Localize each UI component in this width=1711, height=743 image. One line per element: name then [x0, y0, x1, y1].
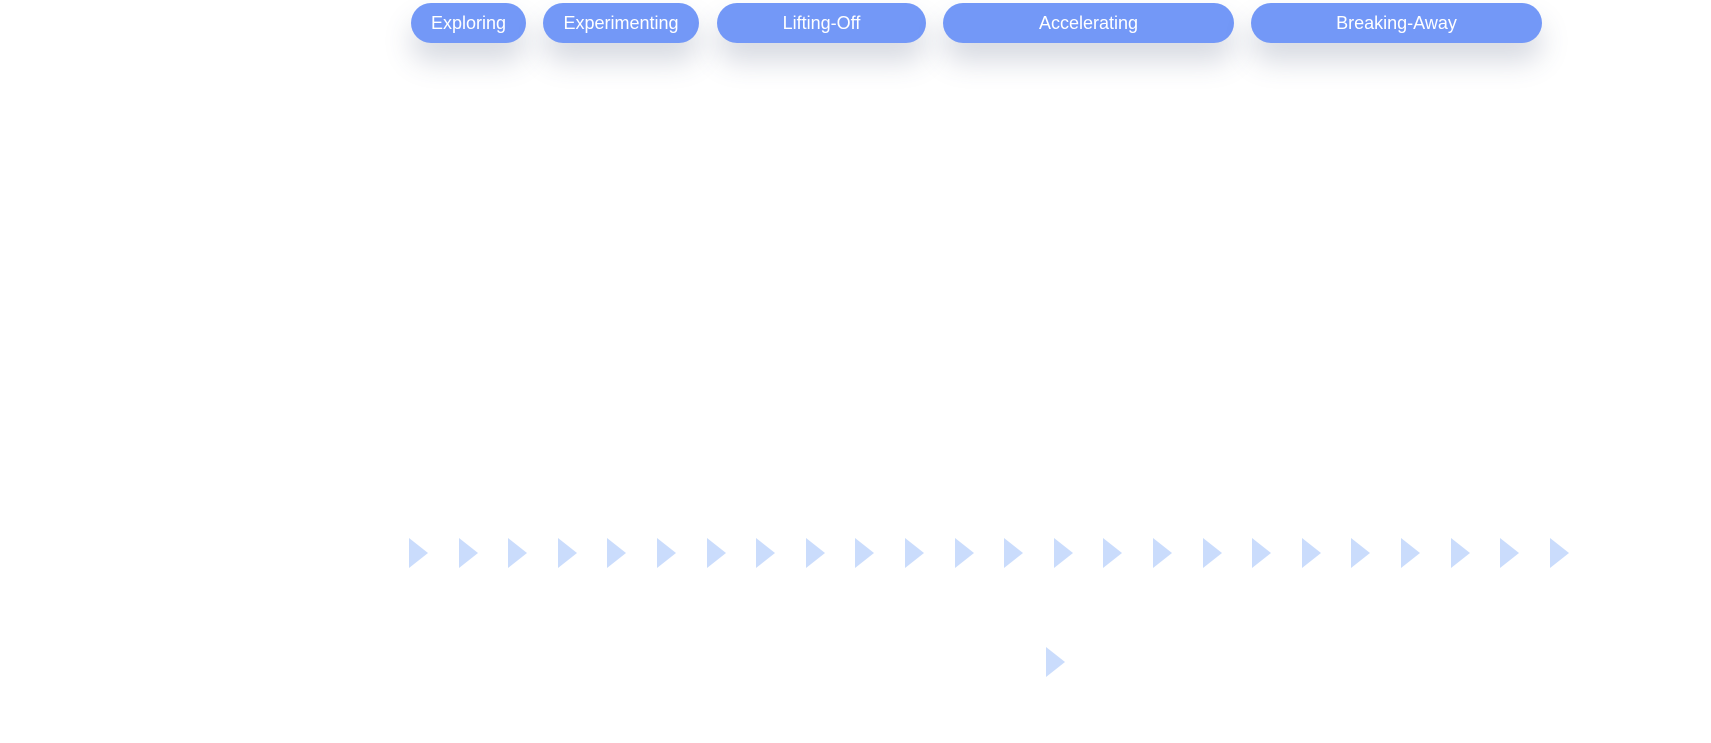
- arrow-icon: [409, 538, 428, 568]
- arrow-icon: [508, 538, 528, 568]
- arrow-icon: [905, 538, 924, 568]
- arrow-marker-icon: [1046, 647, 1065, 677]
- stage-pill-exploring[interactable]: Exploring: [411, 3, 526, 43]
- arrow-icon: [706, 538, 726, 568]
- arrow-icon: [458, 538, 478, 568]
- stage-pill-breaking-away[interactable]: Breaking-Away: [1251, 3, 1542, 43]
- arrow-icon: [1103, 538, 1123, 568]
- stage-pill-experimenting[interactable]: Experimenting: [543, 3, 699, 43]
- arrow-icon: [1053, 538, 1073, 568]
- arrow-icon: [1401, 538, 1420, 568]
- arrow-icon: [1252, 538, 1272, 568]
- arrow-icon: [1301, 538, 1321, 568]
- arrow-icon: [1351, 538, 1371, 568]
- arrow-icon: [557, 538, 577, 568]
- arrow-icon: [607, 538, 627, 568]
- arrow-icon: [756, 538, 776, 568]
- arrow-icon: [657, 538, 676, 568]
- arrow-icon: [855, 538, 875, 568]
- stage-pill-accelerating[interactable]: Accelerating: [943, 3, 1234, 43]
- arrow-icon: [805, 538, 825, 568]
- arrow-icon: [1549, 538, 1569, 568]
- stage-pill-lifting-off[interactable]: Lifting-Off: [717, 3, 926, 43]
- arrow-icon: [1004, 538, 1024, 568]
- arrow-icon: [1450, 538, 1470, 568]
- arrow-icon: [1153, 538, 1172, 568]
- arrow-icon: [1202, 538, 1222, 568]
- arrow-icon: [1500, 538, 1520, 568]
- arrow-icon: [954, 538, 974, 568]
